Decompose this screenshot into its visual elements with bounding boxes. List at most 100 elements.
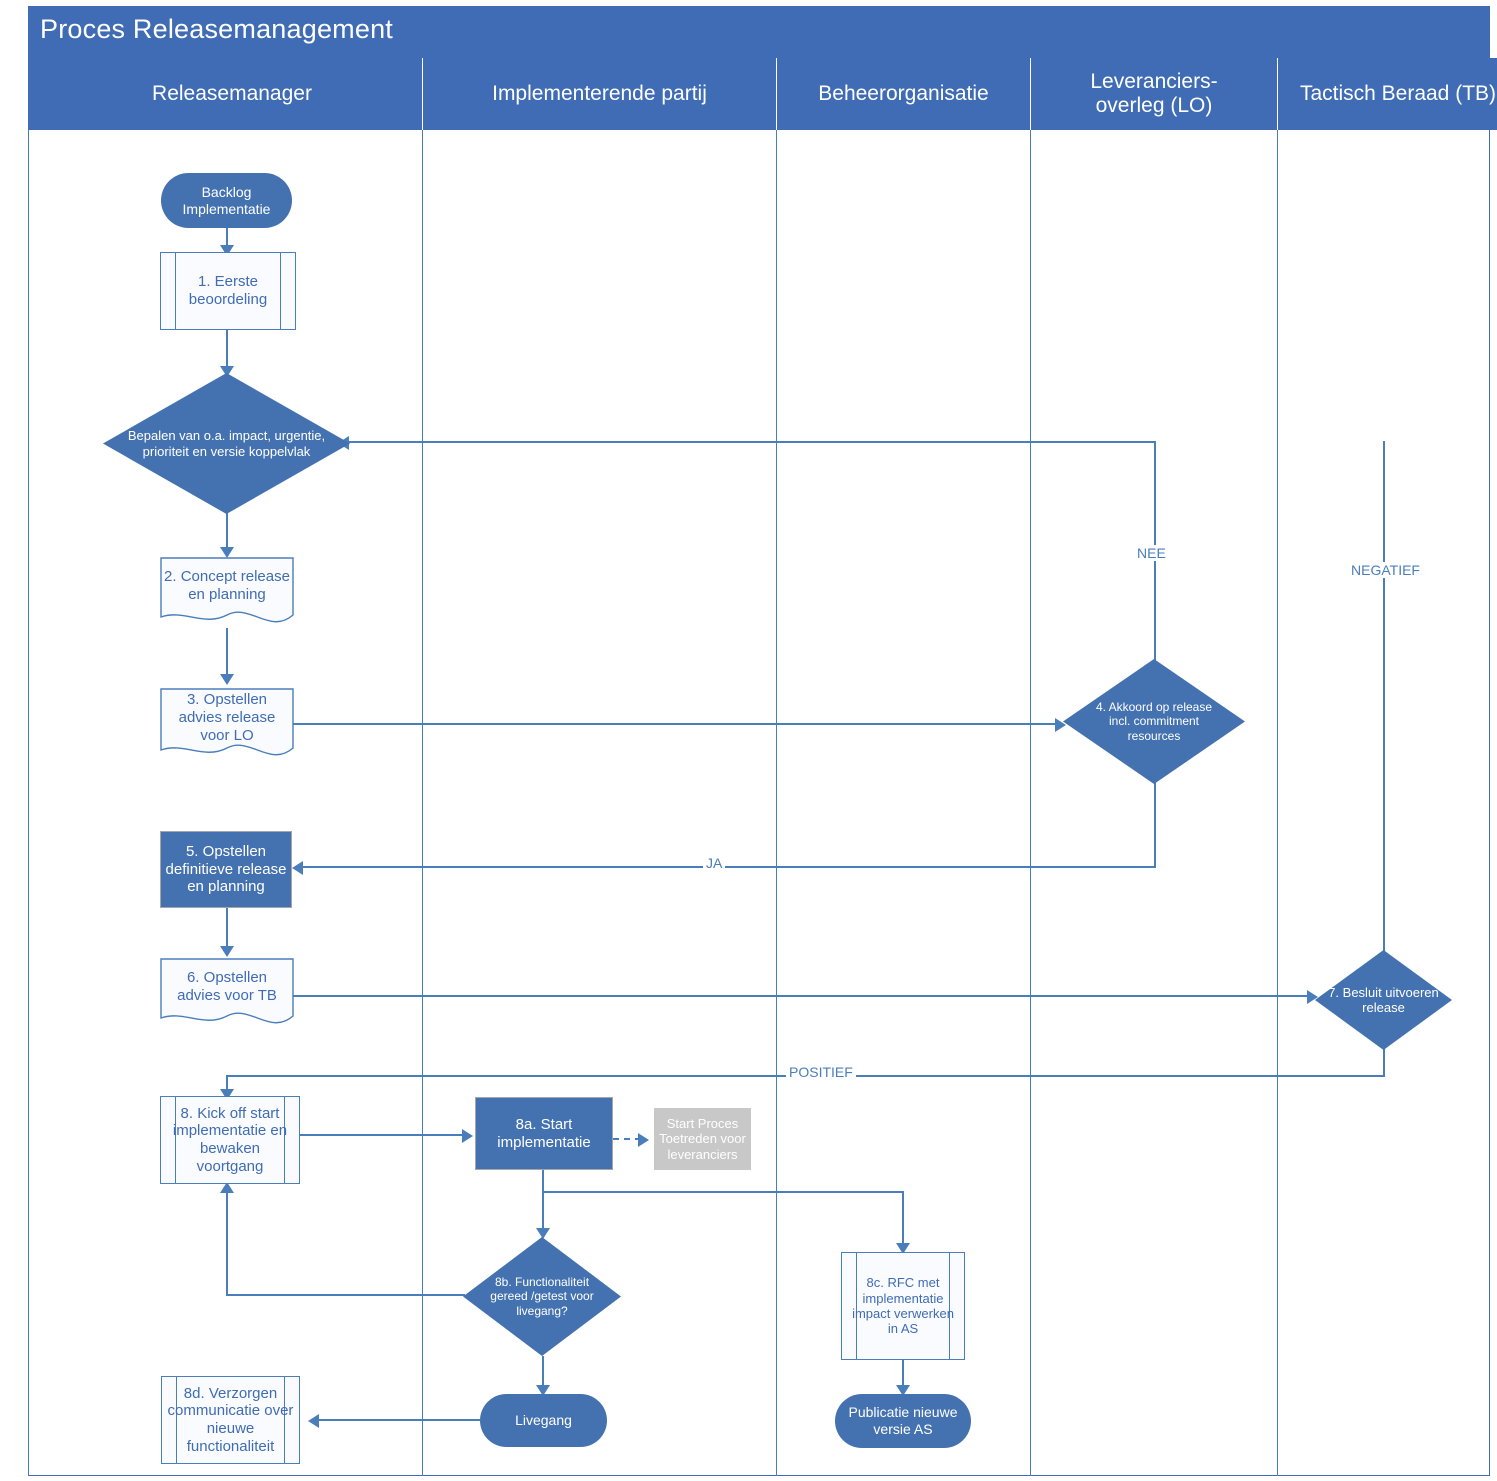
node-label: 8c. RFC met implementatie impact verwerk… [852,1275,954,1337]
lane-body-implementerende-partij [423,130,777,1476]
lane-label: Implementerende partij [492,81,707,105]
arrowhead [308,1414,319,1428]
node-step3[interactable]: 3. Opstellen advies release voor LO [160,688,294,766]
lane-label: Leveranciers- overleg (LO) [1090,69,1218,117]
node-bepalen[interactable]: Bepalen van o.a. impact, urgentie, prior… [103,373,350,514]
node-label: 4. Akkoord op release incl. commitment r… [1095,700,1213,743]
node-step2[interactable]: 2. Concept release en planning [160,557,294,632]
node-label: 7. Besluit uitvoeren release [1328,984,1439,1015]
node-label: 6. Opstellen advies voor TB [177,968,277,1004]
lane-header-leveranciersoverleg: Leveranciers- overleg (LO) [1031,58,1278,130]
predefined-bar-right [949,1253,950,1359]
predefined-bar-right [284,1097,285,1183]
lane-header-tactisch-beraad: Tactisch Beraad (TB) [1278,58,1497,130]
arrowhead [896,1243,910,1254]
edge-step8-step8a [299,1134,467,1136]
predefined-bar-left [856,1253,857,1359]
edge-step8a-step8c-v1 [542,1170,544,1192]
edge-step5-step6 [226,908,228,950]
node-step8a[interactable]: 8a. Start implementatie [475,1097,613,1170]
node-label: Start Proces Toetreden voor leveranciers [659,1116,746,1162]
arrowhead [220,1182,234,1193]
predefined-bar-right [284,1377,285,1463]
arrowhead [462,1129,473,1143]
arrowhead [536,1228,550,1239]
arrowhead [896,1385,910,1396]
edge-step4-bepalen-h [348,441,1156,443]
edge-label-ja: JA [703,855,726,871]
document-shape [160,688,294,756]
edge-label-positief: POSITIEF [786,1064,856,1080]
pool-label-strip [28,58,42,130]
node-label: Livegang [515,1412,572,1429]
lane-body-beheerorganisatie [777,130,1031,1476]
lane-header-releasemanager: Releasemanager [42,58,423,130]
node-step8[interactable]: 8. Kick off start implementatie en bewak… [160,1096,300,1184]
arrowhead [1055,718,1066,732]
node-step7[interactable]: 7. Besluit uitvoeren release [1315,950,1452,1050]
node-label: 8d. Verzorgen communicatie over nieuwe f… [167,1384,294,1455]
edge-step8b-step8-v [226,1190,228,1295]
edge-step4-step5-h [302,866,1156,868]
edge-step1-bepalen [226,330,228,370]
edge-step4-bepalen-v [1154,441,1156,681]
predefined-bar-left [175,1097,176,1183]
edge-step7-step8-v [1383,1036,1385,1076]
lane-body-releasemanager [28,130,423,1476]
lane-label: Tactisch Beraad (TB) [1299,81,1497,105]
predefined-bar-left [176,1377,177,1463]
node-label: 2. Concept release en planning [164,567,290,603]
predefined-bar-left [175,253,176,329]
node-step6[interactable]: 6. Opstellen advies voor TB [160,958,294,1033]
arrowhead [220,366,234,377]
arrowhead [536,1385,550,1396]
edge-label-nee: NEE [1134,545,1169,561]
arrowhead [220,674,234,685]
node-label: Backlog Implementatie [182,183,271,217]
edge-label-negatief: NEGATIEF [1348,562,1423,578]
edge-livegang-step8d [318,1419,480,1421]
node-step5[interactable]: 5. Opstellen definitieve release en plan… [160,831,292,908]
node-livegang[interactable]: Livegang [480,1394,607,1447]
node-label: 5. Opstellen definitieve release en plan… [165,842,287,896]
node-step8c[interactable]: 8c. RFC met implementatie impact verwerk… [841,1252,965,1360]
edge-step8c-publicatie [902,1360,904,1388]
node-step8d[interactable]: 8d. Verzorgen communicatie over nieuwe f… [161,1376,300,1464]
edge-step6-step7 [293,995,1313,997]
node-startproces[interactable]: Start Proces Toetreden voor leveranciers [654,1108,751,1170]
edge-step4-step5-v [1154,767,1156,867]
edge-step8a-startproces [613,1138,641,1140]
edge-bepalen-step2 [226,513,228,551]
diagram-title-bar: Proces Releasemanagement [28,6,1490,58]
node-label: 8a. Start implementatie [497,1115,591,1151]
edge-step8a-step8c-v2 [902,1191,904,1247]
node-step8b[interactable]: 8b. Functionaliteit gereed /getest voor … [463,1237,621,1356]
arrowhead [220,1089,234,1100]
node-label: Bepalen van o.a. impact, urgentie, prior… [127,428,326,459]
lane-header-beheerorganisatie: Beheerorganisatie [777,58,1031,130]
lane-body-leveranciersoverleg [1031,130,1278,1476]
edge-step7-step8-drop [226,1075,228,1093]
predefined-bar-right [280,253,281,329]
node-step1[interactable]: 1. Eerste beoordeling [160,252,296,330]
lane-label: Releasemanager [152,81,312,105]
page-title: Proces Releasemanagement [40,14,393,44]
node-publicatie[interactable]: Publicatie nieuwe versie AS [835,1394,971,1448]
node-step4[interactable]: 4. Akkoord op release incl. commitment r… [1063,659,1245,784]
edge-backlog-step1 [226,228,228,248]
edge-step2-step3 [226,628,228,680]
arrowhead [220,245,234,256]
node-backlog[interactable]: Backlog Implementatie [161,173,292,228]
node-label: 1. Eerste beoordeling [188,273,268,308]
edge-step7-bepalen-v [1383,441,1385,953]
lane-label: Beheerorganisatie [818,81,989,105]
edge-step8a-step8c-h [542,1191,904,1193]
edge-step8b-step8-h [226,1294,465,1296]
node-label: 8. Kick off start implementatie en bewak… [172,1104,288,1175]
lane-header-implementerende-partij: Implementerende partij [423,58,777,130]
arrowhead [220,946,234,957]
arrowhead [220,547,234,558]
document-shape [160,958,294,1024]
node-label: 8b. Functionaliteit gereed /getest voor … [490,1275,594,1318]
